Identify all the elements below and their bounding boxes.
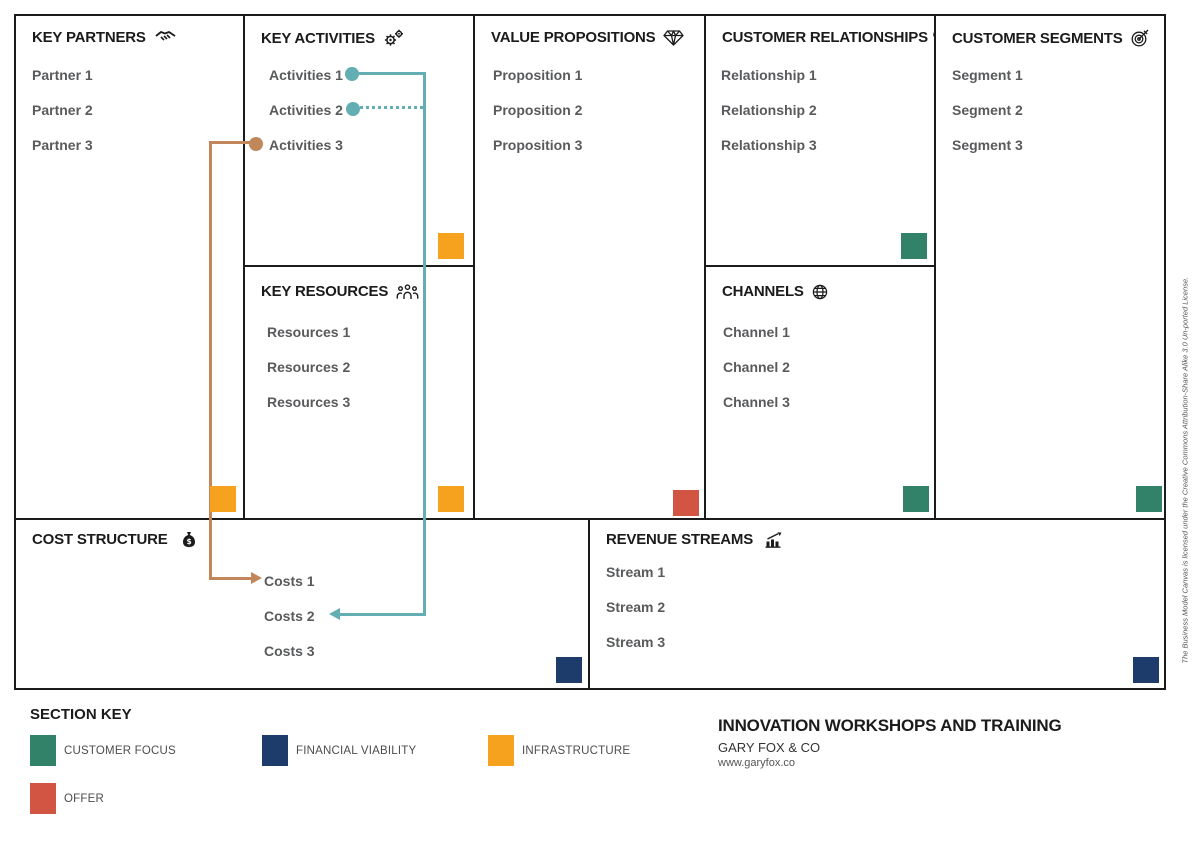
section-revenue-streams: REVENUE STREAMS Stream 1 Stream 2 Stream… xyxy=(590,518,1164,688)
canvas-item: Resources 3 xyxy=(267,394,351,410)
section-title-text: KEY PARTNERS xyxy=(32,29,146,46)
canvas-item: Relationship 2 xyxy=(721,102,817,118)
marker-financial-viability-cost xyxy=(556,657,582,683)
canvas-item: Activities 3 xyxy=(269,137,343,153)
bar-chart-icon xyxy=(765,531,783,548)
legend-swatch-offer xyxy=(30,783,56,814)
section-customer-segments: CUSTOMER SEGMENTS Segment 1 Segment 2 Se… xyxy=(936,16,1164,518)
branding-company: GARY FOX & CO xyxy=(718,740,821,755)
canvas-item: Resources 1 xyxy=(267,324,351,340)
section-key-activities: KEY ACTIVITIES Activities 1 Activities 2… xyxy=(245,16,475,267)
connector-line-vertical-teal xyxy=(423,72,426,616)
handshake-icon xyxy=(154,30,177,45)
canvas-item: Activities 1 xyxy=(269,67,343,83)
section-title: CHANNELS xyxy=(722,283,828,300)
canvas-item: Stream 3 xyxy=(606,634,666,650)
section-customer-relationships: CUSTOMER RELATIONSHIPS Relationship 1 Re… xyxy=(706,16,950,267)
marker-customer-focus-segments xyxy=(1136,486,1162,512)
canvas-item: Channel 3 xyxy=(723,394,790,410)
canvas-item: Stream 2 xyxy=(606,599,666,615)
section-title: CUSTOMER SEGMENTS xyxy=(952,29,1149,47)
canvas-item: Proposition 1 xyxy=(493,67,583,83)
section-title-text: CUSTOMER RELATIONSHIPS xyxy=(722,29,928,46)
connector-line-to-costs1 xyxy=(209,577,252,580)
section-title: COST STRUCTURE $ xyxy=(32,531,196,548)
canvas-item: Partner 2 xyxy=(32,102,93,118)
connector-line-activities2-dotted xyxy=(360,106,423,109)
connector-line-vertical-brown xyxy=(209,141,212,580)
canvas-item: Channel 2 xyxy=(723,359,790,375)
connector-line-activities3 xyxy=(209,141,251,144)
branding-heading: INNOVATION WORKSHOPS AND TRAINING xyxy=(718,716,1062,735)
canvas-item: Proposition 2 xyxy=(493,102,583,118)
marker-offer-value-propositions xyxy=(673,490,699,516)
section-key-resources: KEY RESOURCES Resources 1 Resources 2 Re… xyxy=(245,267,475,518)
target-icon xyxy=(1131,29,1149,47)
section-title: CUSTOMER RELATIONSHIPS xyxy=(722,29,950,46)
people-icon xyxy=(396,284,419,299)
section-title-text: REVENUE STREAMS xyxy=(606,531,754,548)
globe-icon xyxy=(812,284,828,300)
legend-swatch-infrastructure xyxy=(488,735,514,766)
section-channels: CHANNELS Channel 1 Channel 2 Channel 3 xyxy=(706,267,936,518)
canvas-item: Partner 1 xyxy=(32,67,93,83)
canvas-item: Costs 1 xyxy=(264,573,315,589)
canvas-item: Relationship 3 xyxy=(721,137,817,153)
canvas-item: Resources 2 xyxy=(267,359,351,375)
connector-dot-activities2 xyxy=(346,102,360,116)
section-title: KEY PARTNERS xyxy=(32,29,177,46)
section-cost-structure: COST STRUCTURE $ Costs 1 Costs 2 Costs 3 xyxy=(16,518,590,688)
canvas-item: Segment 2 xyxy=(952,102,1023,118)
canvas-item: Segment 1 xyxy=(952,67,1023,83)
canvas-item: Partner 3 xyxy=(32,137,93,153)
section-value-propositions: VALUE PROPOSITIONS Proposition 1 Proposi… xyxy=(475,16,706,518)
money-bag-icon: $ xyxy=(182,531,196,548)
gears-icon xyxy=(383,29,404,47)
marker-infrastructure-key-resources xyxy=(438,486,464,512)
legend-label: FINANCIAL VIABILITY xyxy=(296,745,417,757)
branding-website: www.garyfox.co xyxy=(718,757,796,769)
section-title-text: CUSTOMER SEGMENTS xyxy=(952,29,1123,47)
connector-dot-activities1 xyxy=(345,67,359,81)
canvas-item: Channel 1 xyxy=(723,324,790,340)
canvas-item: Segment 3 xyxy=(952,137,1023,153)
connector-dot-activities3 xyxy=(249,137,263,151)
svg-text:$: $ xyxy=(186,537,191,546)
business-model-canvas: KEY PARTNERS Partner 1 Partner 2 Partner… xyxy=(14,14,1166,690)
section-title-text: KEY RESOURCES xyxy=(261,283,389,300)
legend-swatch-financial-viability xyxy=(262,735,288,766)
marker-infrastructure-key-partners xyxy=(210,486,236,512)
canvas-item: Costs 2 xyxy=(264,608,315,624)
marker-customer-focus-channels xyxy=(903,486,929,512)
canvas-item: Proposition 3 xyxy=(493,137,583,153)
legend-label: INFRASTRUCTURE xyxy=(522,745,631,757)
canvas-item: Relationship 1 xyxy=(721,67,817,83)
canvas-item: Stream 1 xyxy=(606,564,666,580)
section-title-text: CHANNELS xyxy=(722,283,804,300)
section-key-partners: KEY PARTNERS Partner 1 Partner 2 Partner… xyxy=(16,16,245,518)
section-title-text: COST STRUCTURE xyxy=(32,531,168,548)
arrowhead-costs1-icon xyxy=(251,572,262,584)
arrowhead-costs2-icon xyxy=(329,608,340,620)
canvas-item: Activities 2 xyxy=(269,102,343,118)
legend-label: OFFER xyxy=(64,793,104,805)
marker-customer-focus-relationships xyxy=(901,233,927,259)
marker-infrastructure-key-activities xyxy=(438,233,464,259)
section-title: KEY ACTIVITIES xyxy=(261,29,404,47)
legend-title: SECTION KEY xyxy=(30,706,132,723)
connector-line-activities1 xyxy=(357,72,426,75)
section-title: VALUE PROPOSITIONS xyxy=(491,29,685,46)
marker-financial-viability-revenue xyxy=(1133,657,1159,683)
section-title-text: KEY ACTIVITIES xyxy=(261,29,375,47)
connector-line-to-costs2 xyxy=(340,613,426,616)
canvas-item: Costs 3 xyxy=(264,643,315,659)
section-title: KEY RESOURCES xyxy=(261,283,419,300)
license-note: The Business Model Canvas is licensed un… xyxy=(1180,276,1190,664)
section-title: REVENUE STREAMS xyxy=(606,531,783,548)
legend-swatch-customer-focus xyxy=(30,735,56,766)
gem-icon xyxy=(663,29,685,46)
section-title-text: VALUE PROPOSITIONS xyxy=(491,29,656,46)
legend-label: CUSTOMER FOCUS xyxy=(64,745,176,757)
